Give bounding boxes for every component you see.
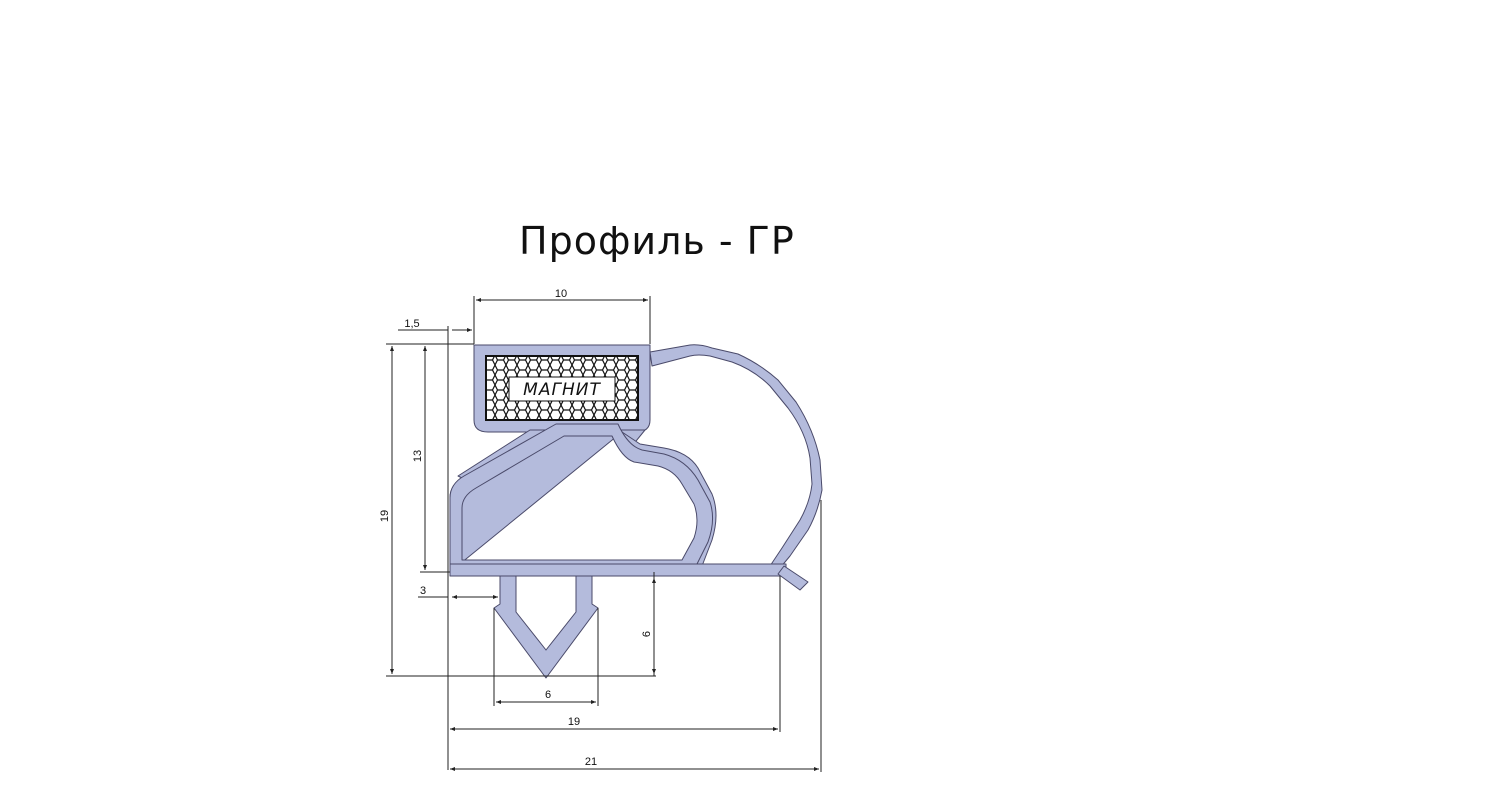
- gasket-profile: МАГНИТ: [449, 344, 823, 679]
- lower-chamber-ring: [449, 423, 714, 573]
- dim-total-height-label: 19: [379, 510, 391, 522]
- dim-magnet-height-label: 13: [412, 450, 424, 462]
- dim-foot-width-label: 6: [545, 689, 551, 701]
- magnet-label-box: [508, 376, 616, 402]
- dimensions: 10 1,5 19 13 3 6 6 19: [379, 288, 822, 772]
- foot-hole: [515, 575, 577, 651]
- dim-base-width-label: 19: [568, 716, 580, 728]
- dim-magnet-width-label: 10: [555, 288, 567, 300]
- dim-offset-top-label: 1,5: [404, 318, 419, 330]
- drawing-title: Профиль - ГР: [519, 219, 795, 263]
- dim-total-width-label: 21: [585, 756, 597, 768]
- magnet-label: МАГНИТ: [523, 380, 601, 400]
- base-tail: [777, 565, 809, 591]
- dim-foot-offset-label: 3: [420, 585, 426, 597]
- base-strip: [449, 563, 787, 577]
- dim-foot-height-label: 6: [641, 631, 653, 637]
- lower-chamber: [449, 431, 717, 573]
